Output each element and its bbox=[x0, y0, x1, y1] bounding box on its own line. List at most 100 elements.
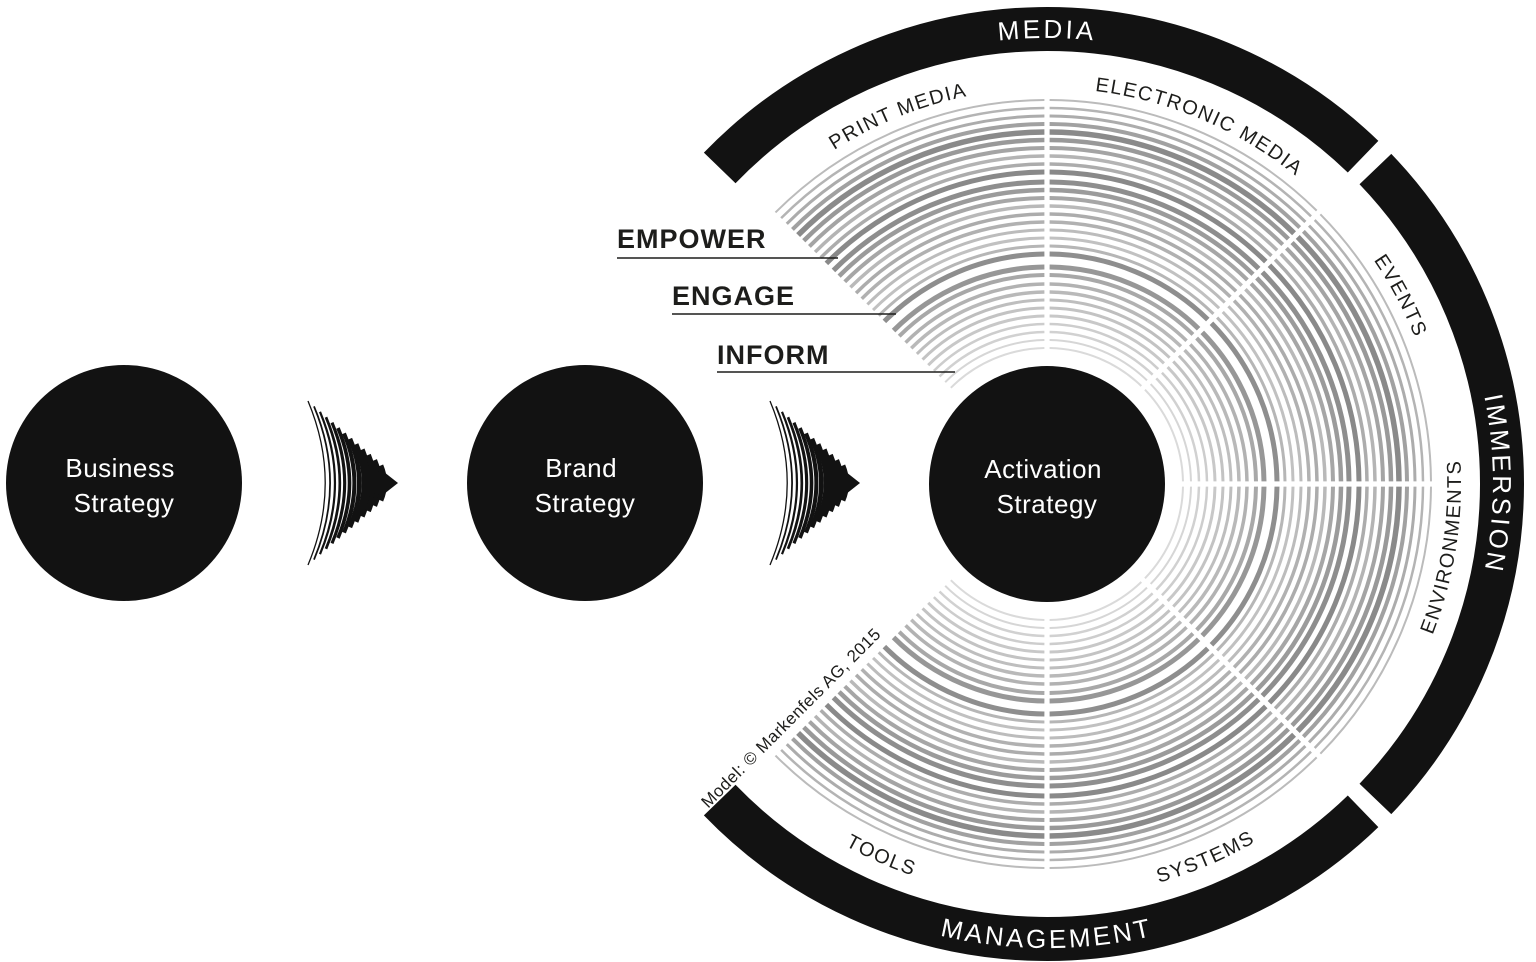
ring-arc-environments bbox=[1188, 486, 1249, 625]
ring-arc-systems bbox=[1049, 592, 1154, 638]
brand-strategy-circle: Brand Strategy bbox=[467, 365, 703, 601]
ring-arc-tools bbox=[904, 624, 1045, 686]
ring-arc-events bbox=[1238, 293, 1319, 482]
arrow-ripple bbox=[804, 432, 819, 534]
ring-arc-print-media bbox=[813, 154, 1045, 254]
ring-arc-print-media bbox=[882, 251, 1045, 324]
ring-arc-tools bbox=[860, 668, 1045, 748]
ring-arc-electronic-media bbox=[1049, 330, 1154, 376]
ring-arc-print-media bbox=[774, 99, 1045, 214]
ring-arc-environments bbox=[1216, 486, 1287, 652]
ring-arc-systems bbox=[1049, 609, 1171, 662]
ring-arc-print-media bbox=[915, 298, 1045, 355]
ring-arc-print-media bbox=[938, 330, 1045, 378]
arrow-ripple bbox=[342, 432, 357, 534]
ring-arc-print-media bbox=[897, 273, 1045, 338]
brand-strategy-line1: Brand bbox=[545, 453, 617, 483]
arrow-ripple bbox=[353, 443, 367, 523]
ring-arc-events bbox=[1166, 366, 1217, 482]
ring-arc-print-media bbox=[849, 204, 1045, 289]
ring-arc-print-media bbox=[824, 169, 1045, 266]
arrow-ripple bbox=[792, 421, 809, 545]
ring-arc-environments bbox=[1155, 486, 1201, 591]
ring-arc-electronic-media bbox=[1049, 146, 1285, 247]
ring-arc-electronic-media bbox=[1049, 196, 1249, 282]
ring-arc-systems bbox=[1049, 646, 1210, 717]
ring-arc-tools bbox=[854, 673, 1045, 756]
ring-arc-events bbox=[1149, 383, 1192, 482]
ring-arc-tools bbox=[882, 644, 1045, 717]
ring-arc-systems bbox=[1049, 727, 1290, 831]
ring-arc-print-media bbox=[866, 228, 1045, 306]
ring-arc-electronic-media bbox=[1049, 106, 1312, 218]
ring-arc-electronic-media bbox=[1049, 162, 1273, 258]
ring-arc-systems bbox=[1049, 681, 1243, 764]
brand-strategy-title: Brand Strategy bbox=[535, 453, 636, 518]
arrow-ripple bbox=[365, 453, 377, 513]
ring-arc-events bbox=[1227, 305, 1303, 482]
ring-arc-events bbox=[1284, 246, 1385, 482]
ring-arc-tools bbox=[871, 656, 1045, 732]
ring-arc-print-media bbox=[921, 306, 1045, 361]
ring-arc-electronic-media bbox=[1049, 122, 1302, 230]
ring-arc-systems bbox=[1049, 750, 1312, 862]
sector-label-text-environments: ENVIRONMENTS bbox=[1417, 459, 1466, 637]
ring-arc-environments bbox=[1255, 486, 1344, 692]
ring-arc-electronic-media bbox=[1049, 114, 1307, 224]
ring-arc-print-media bbox=[910, 290, 1045, 350]
ring-arc-tools bbox=[819, 709, 1045, 806]
brand-strategy-line2: Strategy bbox=[535, 488, 636, 518]
ring-arc-environments bbox=[1177, 486, 1233, 614]
ring-arc-environments bbox=[1260, 486, 1352, 698]
ring-arc-systems bbox=[1049, 632, 1195, 695]
ring-arc-tools bbox=[774, 754, 1045, 869]
ring-arc-tools bbox=[891, 635, 1045, 704]
arrow-ripple bbox=[330, 421, 347, 545]
ring-arc-electronic-media bbox=[1049, 236, 1221, 310]
activation-strategy-line1: Activation bbox=[984, 454, 1102, 484]
arrow-ripple bbox=[347, 437, 362, 529]
ring-arc-print-media bbox=[843, 196, 1045, 284]
ring-arc-tools bbox=[938, 590, 1045, 638]
ring-arc-systems bbox=[1049, 598, 1160, 646]
funnel-labels: EMPOWER ENGAGE INFORM bbox=[617, 224, 955, 373]
ring-arc-systems bbox=[1049, 586, 1148, 629]
ring-arc-electronic-media bbox=[1049, 322, 1160, 370]
ring-arc-environments bbox=[1221, 486, 1295, 658]
ring-arc-events bbox=[1260, 270, 1352, 482]
ring-arc-electronic-media bbox=[1049, 169, 1268, 264]
flow-circles: Business Strategy Brand Strategy Activat… bbox=[6, 365, 1165, 602]
ring-arc-tools bbox=[910, 618, 1045, 678]
ring-arc-electronic-media bbox=[1049, 137, 1290, 241]
rings-layer bbox=[774, 99, 1432, 869]
ring-arc-systems bbox=[1049, 669, 1232, 748]
ring-arc-events bbox=[1144, 388, 1184, 482]
ring-arc-events bbox=[1244, 288, 1327, 482]
ring-arc-electronic-media bbox=[1049, 339, 1148, 382]
ring-arc-systems bbox=[1049, 625, 1188, 686]
arrow-ripple bbox=[324, 416, 342, 550]
arrow-ripple bbox=[786, 416, 804, 550]
ring-arc-systems bbox=[1049, 637, 1201, 704]
ring-arc-events bbox=[1209, 321, 1280, 482]
ring-arc-systems bbox=[1049, 603, 1165, 654]
ring-arc-environments bbox=[1227, 486, 1303, 663]
ring-arc-systems bbox=[1049, 732, 1296, 839]
ring-arc-electronic-media bbox=[1049, 204, 1243, 287]
ring-arc-print-media bbox=[831, 179, 1045, 273]
activation-strategy-disc bbox=[929, 366, 1165, 602]
ring-arc-events bbox=[1319, 213, 1432, 482]
ring-arc-tools bbox=[837, 690, 1045, 781]
ring-arc-print-media bbox=[891, 264, 1045, 333]
ring-arc-electronic-media bbox=[1049, 220, 1232, 299]
ring-arc-events bbox=[1172, 360, 1225, 482]
ring-arc-electronic-media bbox=[1049, 251, 1210, 322]
ring-arc-environments bbox=[1232, 486, 1311, 669]
ring-arc-tools bbox=[791, 737, 1045, 846]
ring-arc-environments bbox=[1209, 486, 1280, 647]
ring-arc-events bbox=[1255, 276, 1344, 482]
ring-arc-electronic-media bbox=[1049, 187, 1255, 276]
business-strategy-line2: Strategy bbox=[74, 488, 175, 518]
empower-label: EMPOWER bbox=[617, 224, 767, 254]
